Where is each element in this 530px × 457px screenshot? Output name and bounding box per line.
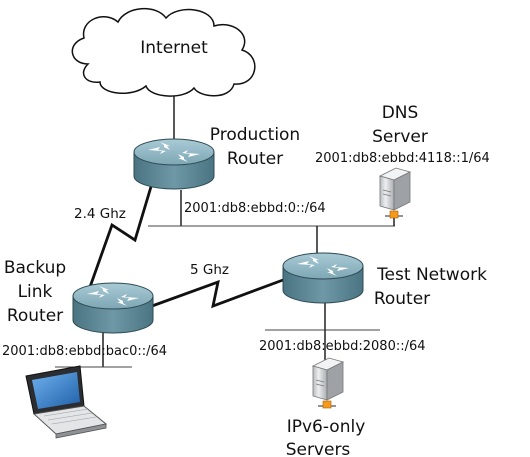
- production-network-address: 2001:db8:ebbd:0::/64: [184, 201, 326, 216]
- network-links: [55, 92, 395, 368]
- backup-router-label-line1: Backup: [4, 258, 66, 278]
- backup-link-router: Backup Link Router: [4, 258, 154, 334]
- production-router-label-line2: Router: [227, 149, 283, 169]
- link-label-5ghz: 5 Ghz: [190, 262, 229, 278]
- wireless-link-2-4ghz: [88, 179, 155, 288]
- internet-label: Internet: [140, 38, 208, 58]
- production-router: Production Router: [133, 125, 300, 190]
- backup-router-label-line3: Router: [7, 306, 63, 326]
- dns-server-label-line2: Server: [372, 127, 428, 147]
- test-router-label-line1: Test Network: [376, 265, 487, 285]
- router-icon: [72, 282, 154, 334]
- test-network-address: 2001:db8:ebbd:2080::/64: [259, 339, 426, 354]
- dns-server-address: 2001:db8:ebbd:4118::1/64: [315, 151, 490, 166]
- server-icon: [311, 357, 345, 409]
- link-label-2-4ghz: 2.4 Ghz: [74, 206, 126, 222]
- test-router-label-line2: Router: [374, 289, 430, 309]
- ipv6-servers-label-line1: IPv6-only: [287, 417, 366, 437]
- wireless-link-5ghz: [151, 278, 284, 309]
- backup-network-address: 2001:db8:ebbd:bac0::/64: [2, 344, 167, 359]
- backup-router-label-line2: Link: [18, 282, 53, 302]
- server-icon: [378, 167, 412, 219]
- router-icon: [282, 252, 364, 304]
- cloud-icon: [71, 7, 256, 97]
- dns-server: DNS Server 2001:db8:ebbd:4118::1/64: [315, 103, 490, 219]
- ipv6-only-servers: IPv6-only Servers: [286, 357, 366, 457]
- test-network-router: Test Network Router: [282, 252, 487, 309]
- internet-cloud: Internet: [71, 7, 256, 97]
- ipv6-servers-label-line2: Servers: [286, 440, 351, 457]
- production-router-label-line1: Production: [210, 125, 300, 145]
- dns-server-label-line1: DNS: [382, 103, 419, 123]
- laptop-icon: [25, 365, 108, 439]
- router-icon: [133, 138, 215, 190]
